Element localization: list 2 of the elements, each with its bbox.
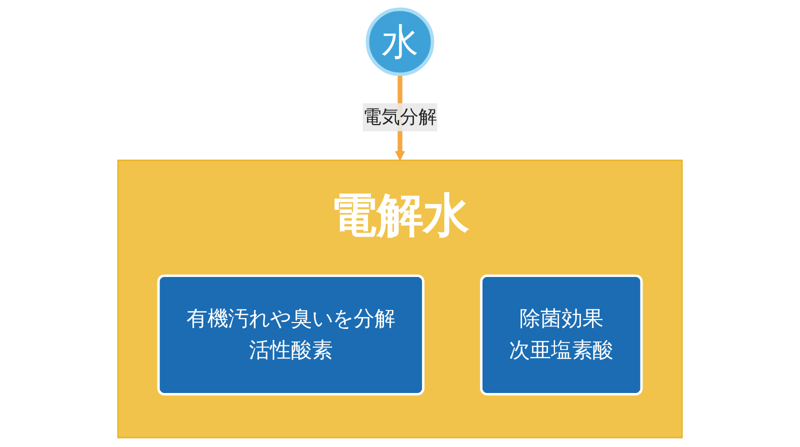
node-circle: 水 [366, 8, 434, 76]
edge-label: 電気分解 [362, 106, 438, 128]
